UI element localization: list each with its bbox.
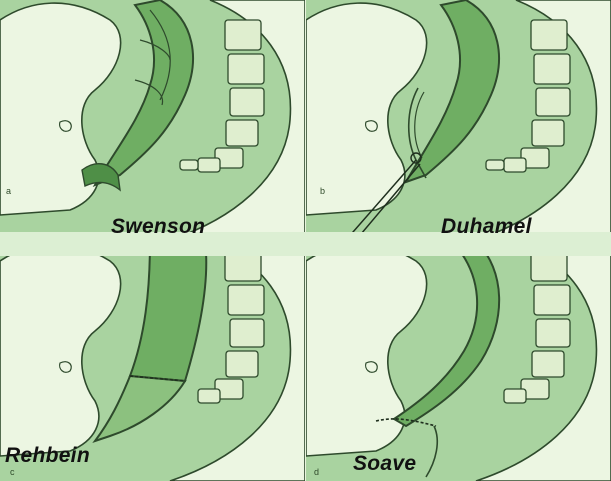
panel-letter-d: d [314, 467, 319, 477]
panel-duhamel: b [306, 0, 611, 240]
label-duhamel: Duhamel [441, 215, 532, 239]
label-soave: Soave [353, 452, 416, 476]
panel-letter-b: b [320, 186, 325, 196]
duhamel-illustration [306, 0, 611, 240]
label-swenson: Swenson [111, 215, 205, 239]
panel-letter-c: c [10, 467, 15, 477]
soave-illustration [306, 241, 611, 481]
label-rehbein: Rehbein [5, 444, 90, 468]
panel-soave: d [306, 241, 611, 481]
swenson-illustration [0, 0, 305, 240]
panel-letter-a: a [6, 186, 11, 196]
panel-swenson: a [0, 0, 305, 240]
